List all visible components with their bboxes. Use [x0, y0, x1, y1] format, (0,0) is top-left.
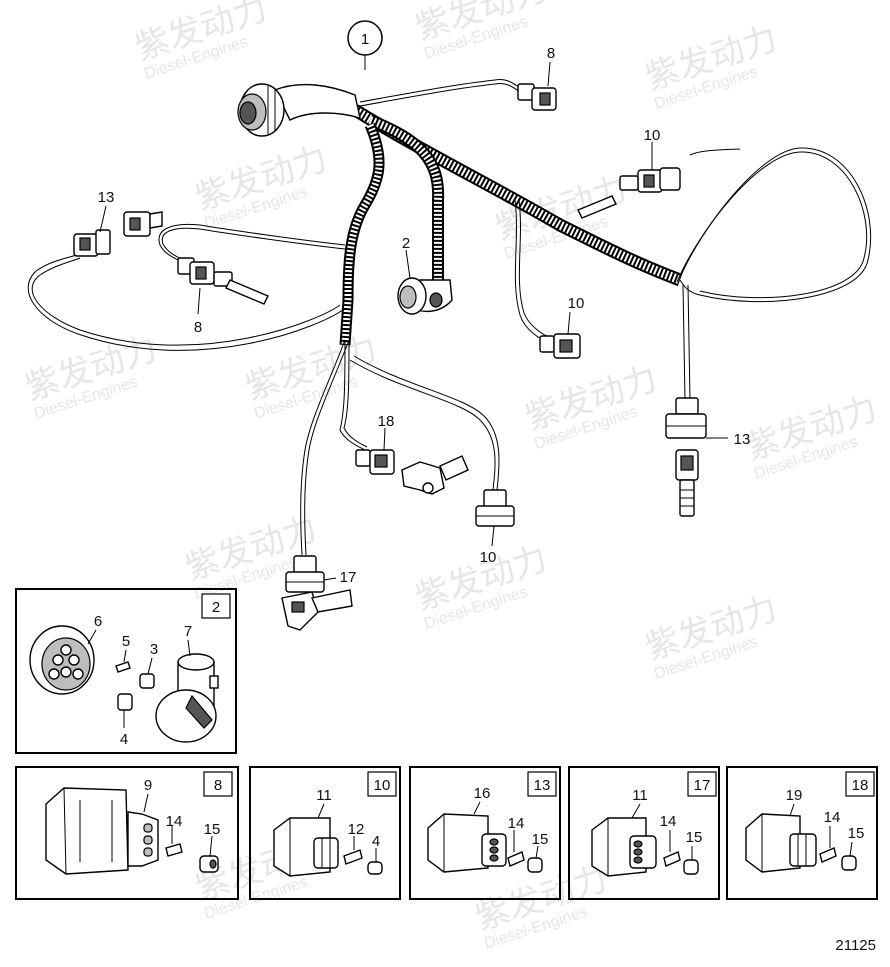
drawing-number: 21125 [835, 937, 876, 954]
watermark: 紫发动力 Diesel-Engines [521, 359, 662, 452]
connector-13-right [665, 397, 707, 517]
inset-17: 17 11 14 15 [568, 766, 720, 900]
part-number: 16 [474, 785, 491, 802]
callout-label: 8 [547, 45, 555, 62]
connector-17 [281, 555, 353, 631]
inset-tag: 10 [374, 777, 391, 794]
watermark: 紫发动力 Diesel-Engines [471, 859, 612, 952]
part-number: 5 [122, 633, 130, 650]
watermark: 紫发动力 Diesel-Engines [641, 19, 782, 112]
inset-8: 8 9 14 15 [15, 766, 239, 900]
part-number: 19 [786, 787, 803, 804]
part-number: 7 [184, 623, 192, 640]
part-number: 4 [372, 833, 380, 850]
part-number: 14 [824, 809, 841, 826]
watermark: 紫发动力 Diesel-Engines [241, 329, 382, 422]
inset-18: 18 19 14 15 [726, 766, 878, 900]
watermark: 紫发动力 Diesel-Engines [411, 0, 552, 63]
part-number: 15 [204, 821, 221, 838]
inset-tag: 13 [534, 777, 551, 794]
main-round-connector [237, 83, 361, 137]
part-number: 3 [150, 641, 158, 658]
part-number: 14 [660, 813, 677, 830]
inset-13: 13 16 14 15 [409, 766, 561, 900]
callout-label: 13 [98, 189, 115, 206]
part-number: 9 [144, 777, 152, 794]
connector-8-left [177, 257, 269, 305]
part-number: 14 [508, 815, 525, 832]
part-number: 15 [686, 829, 703, 846]
watermark: 紫发动力 Diesel-Engines [131, 0, 272, 83]
inset-tag: 8 [214, 777, 222, 794]
callout-label: 8 [194, 319, 202, 336]
wiring-harness [27, 79, 872, 556]
connector-10-mid [539, 333, 581, 359]
inset-tag: 17 [694, 777, 711, 794]
watermark: 紫发动力 Diesel-Engines [641, 589, 782, 682]
callout-label: 10 [644, 127, 661, 144]
callout-label: 18 [378, 413, 395, 430]
callout-label: 17 [340, 569, 357, 586]
part-2-elbow [397, 277, 453, 315]
inset-2: 2 6 5 3 4 7 [15, 588, 237, 754]
part-number: 12 [348, 821, 365, 838]
connector-10-bottom [475, 489, 515, 527]
connector-8-top [517, 83, 557, 111]
callout-label: 10 [480, 549, 497, 566]
connector-18 [355, 449, 469, 495]
callout-label: 10 [568, 295, 585, 312]
part-number: 11 [632, 787, 648, 804]
part-number: 15 [532, 831, 549, 848]
callout-number: 1 [361, 31, 369, 48]
inset-tag: 18 [852, 777, 869, 794]
sensor-left [123, 211, 163, 237]
part-number: 6 [94, 613, 102, 630]
connector-10-right [577, 167, 681, 219]
callout-label: 13 [734, 431, 751, 448]
inset-10: 10 11 12 4 [249, 766, 401, 900]
watermark: 紫发动力 Diesel-Engines [741, 389, 882, 482]
part-number: 15 [848, 825, 865, 842]
watermark: 紫发动力 Diesel-Engines [191, 139, 332, 232]
inset-tag: 2 [212, 599, 220, 616]
connector-13-left [73, 229, 111, 257]
callout-label: 2 [402, 235, 410, 252]
part-number: 14 [166, 813, 183, 830]
part-number: 4 [120, 731, 128, 748]
part-number: 11 [316, 787, 332, 804]
